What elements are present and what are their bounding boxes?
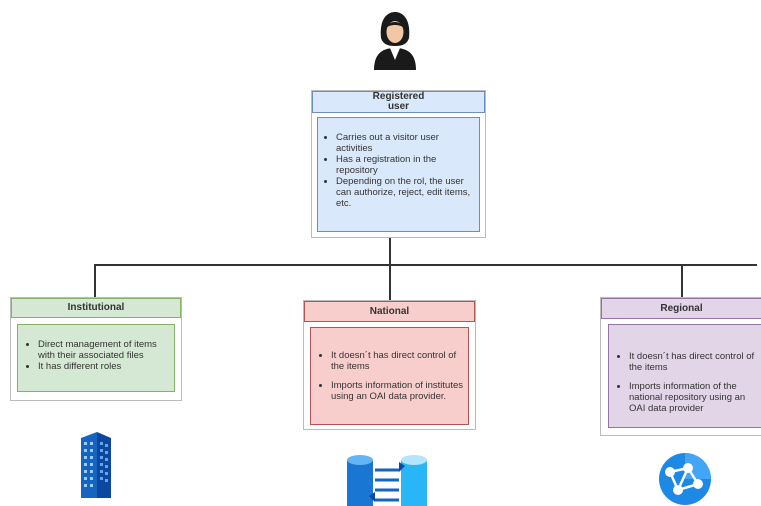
national-box: National It doesn´t has direct control o… bbox=[303, 300, 476, 430]
registered-user-header: Registered user bbox=[312, 91, 485, 113]
connector-regional bbox=[681, 264, 683, 297]
regional-item-1: It doesn´t has direct control of the ite… bbox=[629, 351, 760, 373]
national-item-2: Imports information of institutes using … bbox=[331, 380, 464, 402]
regional-box: Regional It doesn´t has direct control o… bbox=[600, 297, 761, 436]
connector-institutional bbox=[94, 264, 96, 298]
network-globe-icon bbox=[659, 453, 711, 505]
connector-horizontal bbox=[94, 264, 757, 266]
institutional-item-2: It has different roles bbox=[38, 361, 170, 372]
registered-user-item-2: Has a registration in the repository bbox=[336, 154, 475, 176]
registered-user-box: Registered user Carries out a visitor us… bbox=[311, 90, 486, 238]
registered-user-title-line2: user bbox=[387, 101, 410, 112]
institutional-header: Institutional bbox=[11, 298, 181, 318]
registered-user-title-line1: Registered bbox=[372, 91, 425, 102]
regional-item-2: Imports information of the national repo… bbox=[629, 381, 760, 414]
person-avatar-icon bbox=[374, 12, 416, 70]
registered-user-item-1: Carries out a visitor user activities bbox=[336, 132, 475, 154]
national-body: It doesn´t has direct control of the ite… bbox=[310, 327, 469, 425]
office-building-icon bbox=[81, 432, 111, 498]
institutional-body: Direct management of items with their as… bbox=[17, 324, 175, 392]
national-item-1: It doesn´t has direct control of the ite… bbox=[331, 350, 464, 372]
regional-header: Regional bbox=[601, 298, 761, 319]
institutional-item-1: Direct management of items with their as… bbox=[38, 339, 170, 361]
connector-national bbox=[389, 264, 391, 300]
database-sync-icon bbox=[347, 455, 427, 506]
institutional-box: Institutional Direct management of items… bbox=[10, 297, 182, 401]
connector-vertical-main bbox=[389, 238, 391, 264]
national-header: National bbox=[304, 301, 475, 322]
regional-body: It doesn´t has direct control of the ite… bbox=[608, 324, 761, 428]
registered-user-item-3: Depending on the rol, the user can autho… bbox=[336, 176, 475, 209]
registered-user-body: Carries out a visitor user activities Ha… bbox=[317, 117, 480, 232]
